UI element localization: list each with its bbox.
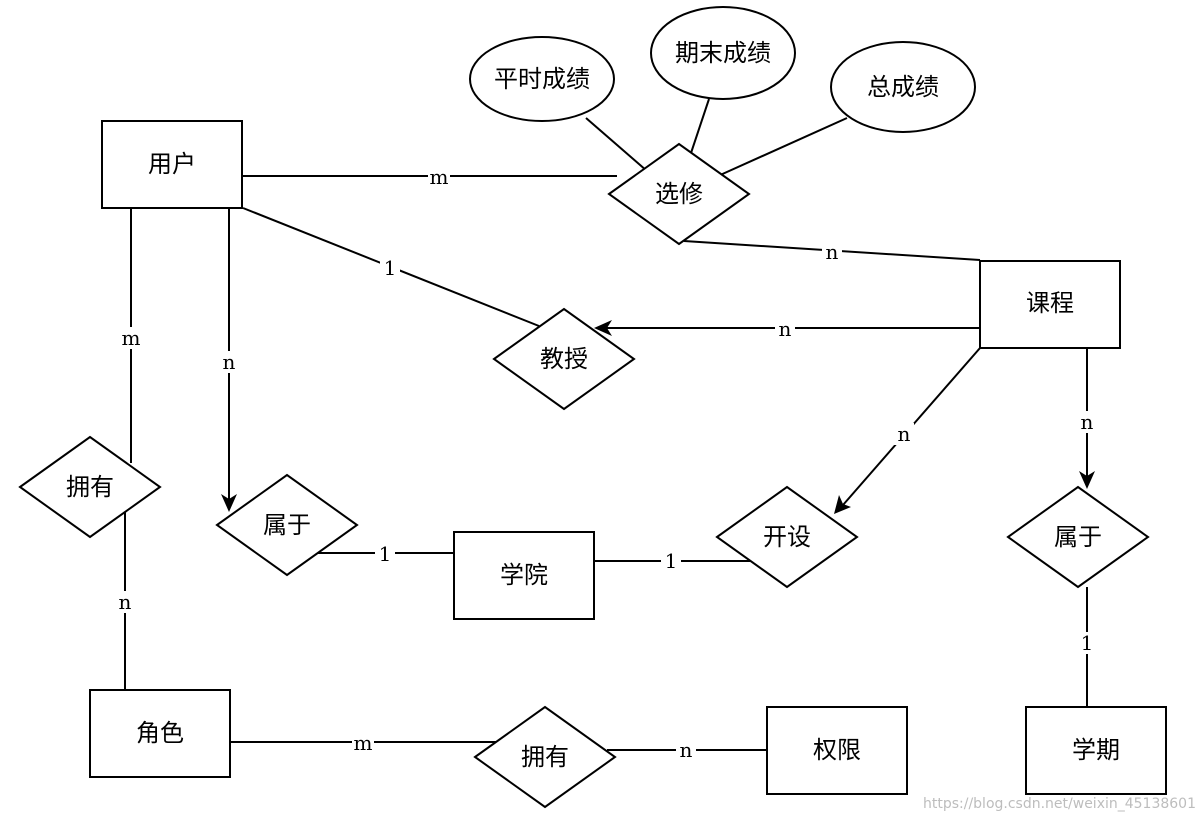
- cardinality-label: n: [223, 350, 236, 374]
- cardinality-label: n: [779, 317, 792, 341]
- entity-label: 角色: [136, 719, 184, 747]
- arrowheads: [221, 320, 1095, 514]
- attribute-regular-score: 平时成绩: [469, 36, 615, 122]
- cardinality-label: m: [354, 731, 373, 755]
- cardinality-label: m: [122, 326, 141, 350]
- arrow-user-belongs: [221, 494, 237, 512]
- relationship-teach: 教授: [492, 307, 636, 411]
- relationship-label: 属于: [263, 511, 311, 539]
- edge-regular-score: [585, 117, 648, 172]
- arrow-teach: [594, 320, 612, 336]
- entity-user: 用户: [101, 120, 243, 209]
- relationship-course-belongs: 属于: [1006, 485, 1150, 589]
- relationship-user-has-role: 拥有: [18, 435, 162, 539]
- attribute-total-score: 总成绩: [830, 41, 976, 133]
- cardinality-label: n: [898, 422, 911, 446]
- cardinality-label: 1: [1081, 631, 1094, 655]
- relationship-label: 选修: [655, 180, 703, 208]
- relationship-label: 拥有: [66, 473, 114, 501]
- entity-label: 学院: [500, 561, 548, 589]
- entity-permission: 权限: [766, 706, 908, 795]
- cardinality-label: n: [1081, 410, 1094, 434]
- cardinality-label: 1: [379, 542, 392, 566]
- cardinality-label: n: [119, 590, 132, 614]
- entity-label: 课程: [1026, 289, 1074, 317]
- connector-lines: [124, 98, 1088, 751]
- relationship-label: 拥有: [521, 743, 569, 771]
- edge-final-score: [689, 98, 710, 157]
- entity-label: 权限: [813, 736, 861, 764]
- cardinality-label: n: [826, 240, 839, 264]
- cardinality-labels: m n 1 n m n n 1 1 n n 1 m n: [115, 165, 1097, 762]
- entity-college: 学院: [453, 531, 595, 620]
- relationship-user-belongs: 属于: [215, 473, 359, 577]
- attribute-label: 平时成绩: [494, 65, 590, 93]
- entity-label: 学期: [1072, 736, 1120, 764]
- arrow-offer: [834, 495, 851, 514]
- cardinality-label: 1: [665, 549, 678, 573]
- relationship-offer: 开设: [715, 485, 859, 589]
- entity-course: 课程: [979, 260, 1121, 349]
- cardinality-label: m: [430, 165, 449, 189]
- attribute-final-score: 期末成绩: [650, 6, 796, 100]
- cardinality-label: 1: [384, 256, 397, 280]
- relationship-label: 开设: [763, 523, 811, 551]
- relationship-role-has-permission: 拥有: [473, 705, 617, 809]
- entity-label: 用户: [148, 150, 196, 178]
- entity-role: 角色: [89, 689, 231, 778]
- relationship-elective: 选修: [607, 142, 751, 246]
- relationship-label: 教授: [540, 345, 588, 373]
- entity-semester: 学期: [1025, 706, 1167, 795]
- relationship-label: 属于: [1054, 523, 1102, 551]
- arrow-course-belongs: [1079, 471, 1095, 489]
- cardinality-label: n: [680, 738, 693, 762]
- watermark: https://blog.csdn.net/weixin_45138601: [923, 796, 1196, 812]
- attribute-label: 总成绩: [867, 73, 939, 101]
- edge-total-score: [717, 117, 848, 177]
- attribute-label: 期末成绩: [675, 39, 771, 67]
